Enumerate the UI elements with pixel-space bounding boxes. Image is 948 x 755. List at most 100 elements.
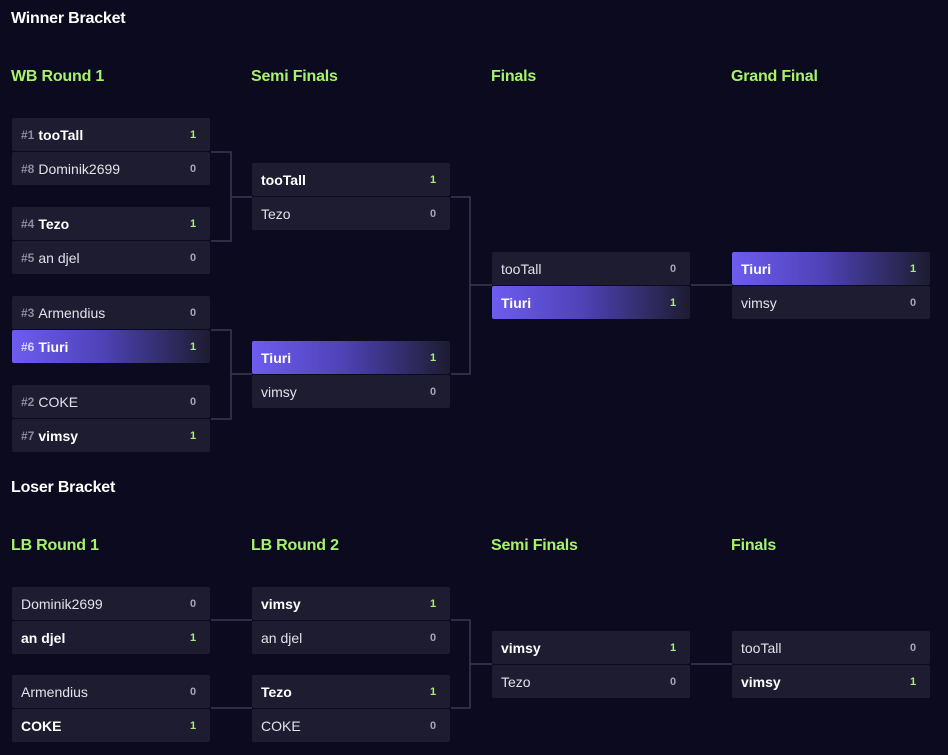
loser-bracket-title: Loser Bracket <box>11 479 116 496</box>
player-score: 0 <box>909 296 917 309</box>
player-score: 1 <box>429 685 437 698</box>
match-card[interactable]: Tiuri 1 vimsy 0 <box>252 341 450 409</box>
player-name: Dominik2699 <box>21 595 103 612</box>
winner-bracket-title: Winner Bracket <box>11 10 126 27</box>
player-slot[interactable]: Tiuri 1 <box>732 252 930 285</box>
player-name: Tezo <box>38 215 70 232</box>
player-score: 1 <box>909 262 917 275</box>
player-score: 0 <box>189 395 197 408</box>
player-score: 1 <box>909 675 917 688</box>
lb-finals-title: Finals <box>731 537 777 554</box>
player-name: vimsy <box>741 673 781 690</box>
seed-label: #6 <box>21 339 35 354</box>
connector-line <box>451 664 471 709</box>
player-name: tooTall <box>38 126 84 143</box>
player-score: 1 <box>189 217 197 230</box>
lb-semi-finals-title: Semi Finals <box>491 537 578 554</box>
player-name: vimsy <box>261 383 297 400</box>
player-score: 1 <box>669 641 677 654</box>
wb-semi-finals-title: Semi Finals <box>251 68 338 85</box>
connector-line <box>451 285 471 375</box>
player-score: 0 <box>189 162 197 175</box>
player-name: tooTall <box>741 639 782 656</box>
player-score: 0 <box>189 251 197 264</box>
connector-line <box>211 197 232 242</box>
seed-label: #7 <box>21 428 35 443</box>
player-slot[interactable]: vimsy 1 <box>492 631 690 664</box>
player-name: vimsy <box>741 294 777 311</box>
player-score: 1 <box>429 351 437 364</box>
player-slot[interactable]: Tiuri 1 <box>252 341 450 374</box>
connector-line <box>211 374 232 420</box>
player-name: tooTall <box>261 171 306 188</box>
player-score: 0 <box>429 719 437 732</box>
player-name: vimsy <box>261 595 301 612</box>
player-name: COKE <box>21 717 62 734</box>
connector-line <box>451 619 471 664</box>
player-score: 1 <box>189 340 197 353</box>
player-name: Tiuri <box>261 349 292 366</box>
player-slot[interactable]: Dominik2699 0 <box>12 587 210 620</box>
match-card[interactable]: Tiuri 1 vimsy 0 <box>732 252 930 320</box>
player-name: Tiuri <box>501 294 532 311</box>
lb-round-2-title: LB Round 2 <box>251 537 339 554</box>
player-slot[interactable]: vimsy 0 <box>732 286 930 319</box>
player-slot[interactable]: vimsy 1 <box>252 587 450 620</box>
match-card[interactable]: tooTall 1 Tezo 0 <box>252 163 450 231</box>
player-name: Dominik2699 <box>38 160 121 177</box>
player-score: 0 <box>429 385 437 398</box>
player-name: Tiuri <box>38 338 69 355</box>
connector-line <box>211 329 232 374</box>
player-slot[interactable]: vimsy 0 <box>252 375 450 408</box>
player-score: 0 <box>669 262 677 275</box>
player-score: 1 <box>429 173 437 186</box>
player-name: an djel <box>38 249 80 266</box>
player-slot[interactable]: tooTall 1 <box>252 163 450 196</box>
player-name: COKE <box>38 393 79 410</box>
player-score: 0 <box>189 597 197 610</box>
player-name: Tezo <box>261 683 292 700</box>
seed-label: #2 <box>21 394 35 409</box>
player-slot[interactable]: Tezo 1 <box>252 675 450 708</box>
player-slot[interactable]: vimsy 1 <box>732 665 930 698</box>
player-score: 0 <box>189 306 197 319</box>
wb-grand-final-title: Grand Final <box>731 68 818 85</box>
player-score: 0 <box>429 207 437 220</box>
player-slot[interactable]: Tezo 0 <box>252 197 450 230</box>
player-name: Tiuri <box>741 260 772 277</box>
player-name: vimsy <box>501 639 541 656</box>
connector-line <box>451 196 471 285</box>
player-name: Armendius <box>21 683 88 700</box>
player-name: Tezo <box>261 205 291 222</box>
player-score: 1 <box>429 597 437 610</box>
wb-round-1-title: WB Round 1 <box>11 68 105 85</box>
